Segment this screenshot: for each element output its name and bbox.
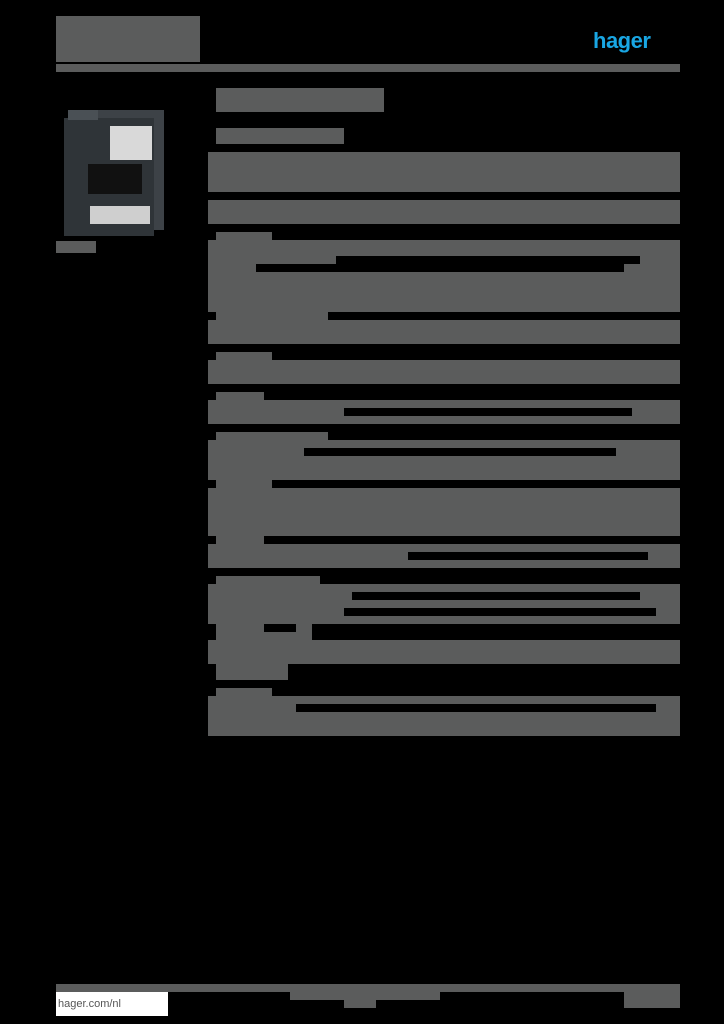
header-rule bbox=[56, 64, 680, 72]
spec-section-9-row bbox=[208, 704, 296, 712]
spec-section-4-label bbox=[216, 392, 264, 400]
spec-section-7-val bbox=[640, 592, 680, 600]
spec-section-8-label bbox=[216, 624, 264, 632]
spec-section-5-block bbox=[208, 456, 680, 480]
footer-info-redacted-2 bbox=[344, 1000, 376, 1008]
spec-section-9-val bbox=[656, 704, 680, 712]
footer-website-link[interactable]: hager.com/nl bbox=[56, 992, 168, 1016]
spec-section-9-label bbox=[216, 688, 272, 696]
spec-section-3-label bbox=[216, 352, 272, 360]
spec-section-4-val bbox=[632, 408, 680, 416]
spec-section-7-end bbox=[208, 616, 680, 624]
spec-section-8-label2 bbox=[296, 624, 312, 632]
spec-section-7-row3 bbox=[208, 608, 344, 616]
spec-section-4-end bbox=[208, 416, 680, 424]
spec-section-2-row2-val bbox=[640, 256, 680, 264]
spec-section-4-row bbox=[208, 408, 344, 416]
spec-section-5-row bbox=[208, 448, 304, 456]
spec-section-9 bbox=[208, 696, 680, 704]
spec-section-6 bbox=[208, 544, 680, 552]
footer-rule bbox=[56, 984, 680, 992]
spec-section-1b bbox=[208, 200, 680, 224]
spec-section-7-val2 bbox=[656, 608, 680, 616]
spec-section-7-row bbox=[208, 592, 352, 600]
spec-section-9-end bbox=[208, 712, 680, 736]
spec-section-6-label bbox=[216, 536, 264, 544]
spec-section-2 bbox=[208, 240, 680, 256]
spec-section-2-row4 bbox=[216, 312, 328, 320]
spec-section-7 bbox=[208, 584, 680, 592]
spec-section-5 bbox=[208, 440, 680, 448]
footer-info-redacted bbox=[290, 992, 440, 1000]
spec-section-2-row5 bbox=[208, 320, 680, 344]
hager-logo: hager bbox=[593, 28, 651, 53]
spec-section-8 bbox=[208, 640, 680, 664]
spec-section-6-end bbox=[208, 560, 680, 568]
spec-section-2-row3 bbox=[208, 264, 256, 272]
spec-section-5-block2 bbox=[208, 488, 680, 536]
spec-section-2-row3-val bbox=[624, 264, 680, 272]
page-subheading-redacted bbox=[216, 128, 344, 144]
spec-section-1 bbox=[208, 152, 680, 192]
spec-section-8-row bbox=[216, 664, 288, 680]
spec-section-2-block bbox=[208, 272, 680, 312]
product-image bbox=[60, 98, 172, 240]
spec-section-5-val bbox=[616, 448, 680, 456]
spec-section-6-val bbox=[648, 552, 680, 560]
spec-section-5-label bbox=[216, 432, 328, 440]
spec-section-5-row2 bbox=[216, 480, 272, 488]
header-title-redacted bbox=[56, 16, 200, 62]
spec-section-4 bbox=[208, 400, 680, 408]
spec-section-2-label bbox=[216, 232, 272, 240]
spec-section-7-label bbox=[216, 576, 320, 584]
page-heading-redacted bbox=[216, 88, 384, 112]
spec-section-8-label3 bbox=[216, 632, 312, 640]
spec-section-6-row bbox=[208, 552, 408, 560]
spec-section-3 bbox=[208, 360, 680, 384]
product-caption-redacted bbox=[56, 241, 96, 253]
footer-page-redacted bbox=[624, 992, 680, 1008]
spec-section-7-row2 bbox=[208, 600, 680, 608]
spec-section-2-row2 bbox=[208, 256, 336, 264]
